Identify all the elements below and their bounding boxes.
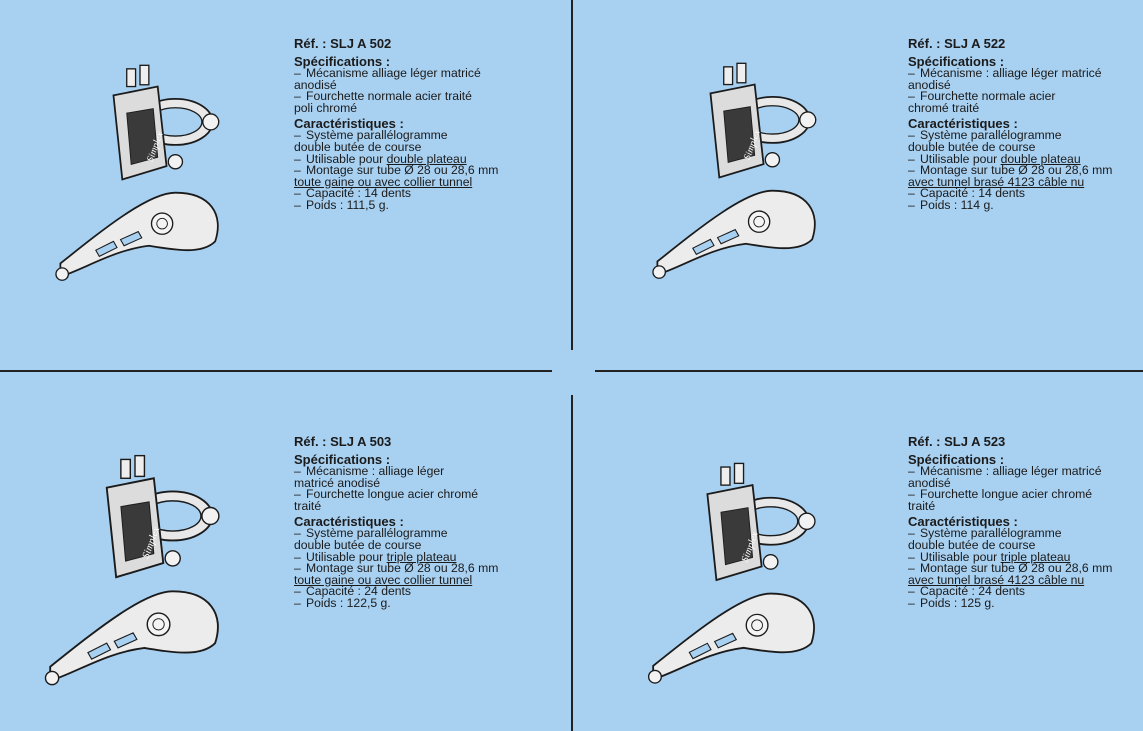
feature-item: –Capacité : 14 dents [294,186,412,201]
vertical-divider-bottom [571,395,573,731]
derailleur-illustration: Simplex [652,62,817,280]
specifications-heading: Spécifications : [294,452,391,467]
feature-item: –Poids : 111,5 g. [294,197,389,212]
product-reference: Réf. : SLJ A 503 [294,434,392,449]
product-reference: Réf. : SLJ A 502 [294,36,392,51]
vertical-divider-top [571,0,573,350]
feature-item: –Capacité : 14 dents [908,186,1026,201]
specifications-heading: Spécifications : [908,452,1005,467]
feature-item: –Poids : 114 g. [908,197,994,212]
feature-item: –Poids : 122,5 g. [294,595,391,610]
feature-item: –Poids : 125 g. [908,595,995,610]
product-specs-slj-a-522: Réf. : SLJ A 522 Spécifications : –Mécan… [908,36,1143,212]
feature-item: –Utilisable pour double plateau [294,151,467,166]
product-specs-slj-a-523: Réf. : SLJ A 523 Spécifications : –Mécan… [908,434,1143,610]
product-reference: Réf. : SLJ A 523 [908,434,1006,449]
feature-item: –Utilisable pour double plateau [908,151,1081,166]
features-heading: Caractéristiques : [908,116,1018,132]
feature-item: –Utilisable pour triple plateau [908,549,1071,564]
derailleur-illustration: Simplex [55,64,220,282]
features-heading: Caractéristiques : [294,514,404,530]
derailleur-illustration: Simplex [44,454,220,686]
features-heading: Caractéristiques : [294,116,404,132]
product-specs-slj-a-503: Réf. : SLJ A 503 Spécifications : –Mécan… [294,434,534,610]
product-reference: Réf. : SLJ A 522 [908,36,1006,51]
derailleur-illustration: Simplex [647,462,816,684]
features-heading: Caractéristiques : [908,514,1018,530]
horizontal-divider-left [0,370,552,372]
feature-item: –Capacité : 24 dents [294,584,412,599]
specifications-heading: Spécifications : [294,54,391,69]
specifications-heading: Spécifications : [908,54,1005,69]
feature-item: –Utilisable pour triple plateau [294,549,457,564]
feature-item: –Capacité : 24 dents [908,584,1026,599]
product-specs-slj-a-502: Réf. : SLJ A 502 Spécifications : –Mécan… [294,36,534,212]
horizontal-divider-right [595,370,1143,372]
